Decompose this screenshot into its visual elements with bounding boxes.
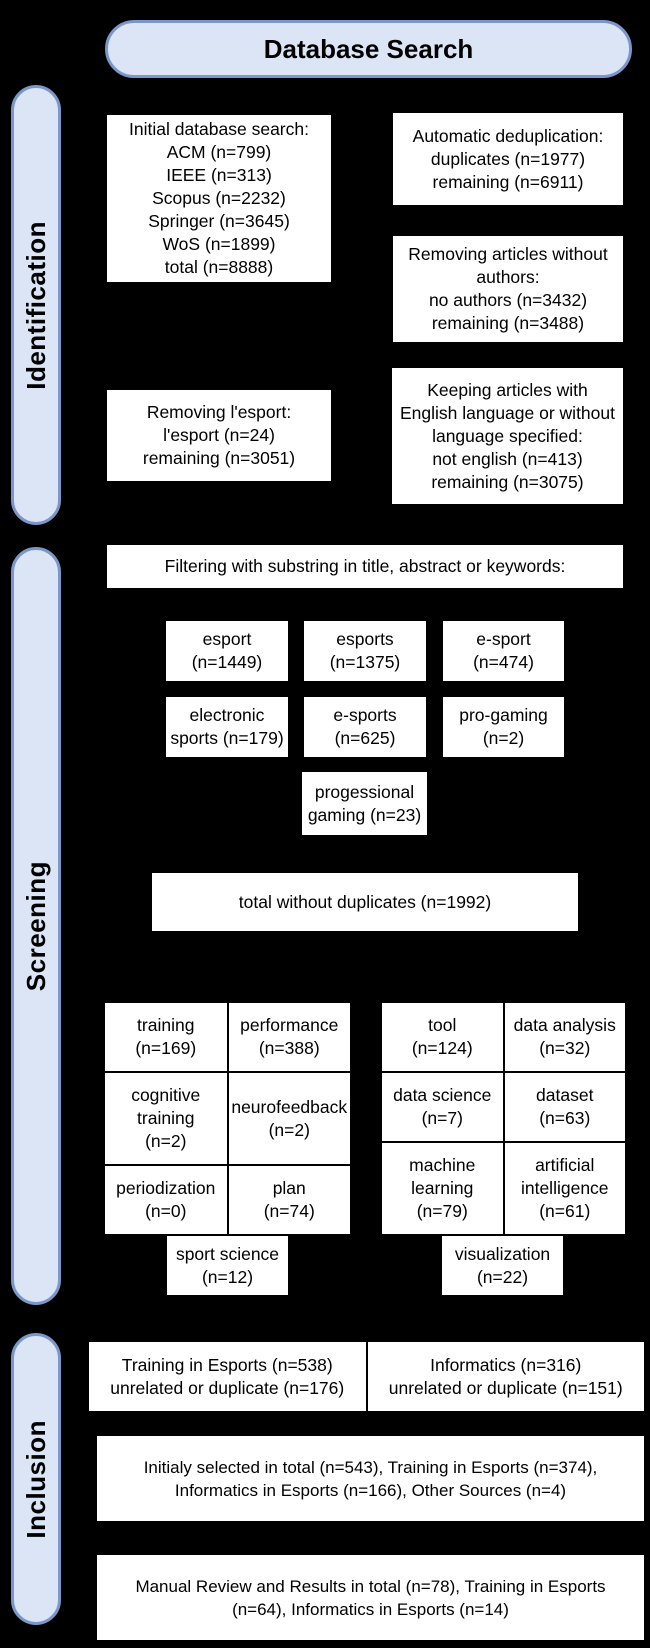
box-keyword-esport: esport (n=1449) — [166, 621, 288, 681]
grid-cell-tool: tool (n=124) — [382, 1003, 503, 1071]
grid-cell-data-analysis: data analysis (n=32) — [504, 1003, 625, 1071]
grid-cell-plan: plan (n=74) — [228, 1166, 350, 1234]
box-manual-review-results: Manual Review and Results in total (n=78… — [97, 1555, 644, 1640]
training-keyword-grid: training (n=169) performance (n=388) cog… — [105, 1003, 350, 1234]
box-keyword-electronic-sports: electronic sports (n=179) — [166, 697, 288, 757]
box-keyword-e-sports: e-sports (n=625) — [304, 697, 426, 757]
box-informatics-result: Informatics (n=316) unrelated or duplica… — [367, 1342, 644, 1411]
grid-cell-performance: performance (n=388) — [228, 1003, 350, 1071]
box-initialy-selected: Initialy selected in total (n=543), Trai… — [97, 1436, 644, 1521]
grid-cell-dataset: dataset (n=63) — [504, 1073, 625, 1141]
box-training-in-esports-result: Training in Esports (n=538) unrelated or… — [89, 1342, 366, 1411]
section-identification: Identification — [11, 85, 61, 525]
box-sport-science: sport science (n=12) — [167, 1236, 288, 1295]
identification-label: Identification — [20, 220, 51, 390]
box-filtering-substring: Filtering with substring in title, abstr… — [107, 545, 623, 588]
grid-cell-periodization: periodization (n=0) — [105, 1166, 227, 1234]
grid-cell-training: training (n=169) — [105, 1003, 227, 1071]
grid-cell-artificial-intelligence: artificial intelligence (n=61) — [504, 1143, 625, 1234]
box-initial-database-search: Initial database search: ACM (n=799) IEE… — [107, 115, 331, 282]
section-screening: Screening — [11, 547, 61, 1305]
grid-cell-cognitive-training: cognitive training (n=2) — [105, 1073, 227, 1164]
box-removing-articles-without-authors: Removing articles without authors: no au… — [393, 236, 623, 342]
informatics-keyword-grid: tool (n=124) data analysis (n=32) data s… — [382, 1003, 625, 1234]
grid-cell-neurofeedback: neurofeedback (n=2) — [228, 1073, 350, 1164]
box-visualization: visualization (n=22) — [442, 1236, 563, 1295]
inclusion-pair-grid: Training in Esports (n=538) unrelated or… — [89, 1342, 644, 1411]
box-keyword-pro-gaming: pro-gaming (n=2) — [443, 697, 564, 757]
grid-cell-data-science: data science (n=7) — [382, 1073, 503, 1141]
inclusion-label: Inclusion — [20, 1419, 51, 1539]
screening-label: Screening — [20, 860, 51, 992]
box-automatic-deduplication: Automatic deduplication: duplicates (n=1… — [393, 113, 623, 205]
box-keyword-e-sport: e-sport (n=474) — [443, 621, 564, 681]
section-inclusion: Inclusion — [11, 1333, 61, 1625]
box-keyword-esports: esports (n=1375) — [304, 621, 426, 681]
box-removing-lesport: Removing l'esport: l'esport (n=24) remai… — [107, 390, 331, 481]
box-keeping-english-articles: Keeping articles with English language o… — [392, 368, 623, 504]
grid-cell-machine-learning: machine learning (n=79) — [382, 1143, 503, 1234]
box-keyword-progessional-gaming: progessional gaming (n=23) — [302, 772, 427, 835]
database-search-header: Database Search — [105, 20, 632, 78]
box-total-without-duplicates: total without duplicates (n=1992) — [152, 873, 578, 931]
